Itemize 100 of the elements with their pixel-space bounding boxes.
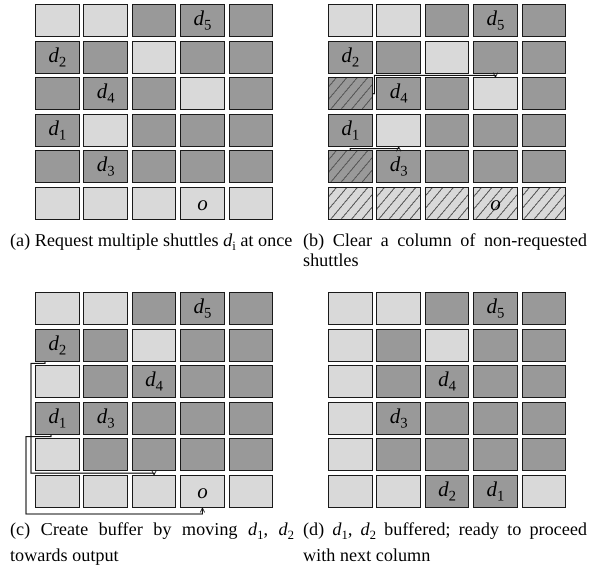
cell-label: d$_{4}$ [145, 369, 163, 394]
grid-cell [376, 114, 421, 147]
grid-cell [376, 4, 421, 37]
grid-cell [228, 187, 274, 220]
grid-cell [35, 292, 80, 325]
grid-cell [473, 114, 518, 147]
grid-cell [328, 4, 372, 37]
grid-cell [83, 475, 128, 508]
grid-cell [132, 475, 176, 508]
grid-cell [473, 150, 518, 184]
arrow [30, 361, 157, 476]
grid-cell [132, 187, 176, 220]
cell-label: d$_{4}$ [390, 81, 408, 106]
cell-label: d$_{5}$ [194, 8, 212, 34]
grid-cell [228, 365, 274, 398]
grid-cell [376, 150, 421, 184]
cell-label: d$_{5}$ [486, 8, 504, 34]
grid-cell [132, 77, 176, 110]
hatched-grid-cell [376, 187, 421, 220]
grid-cell [180, 475, 225, 508]
grid-cell [180, 402, 225, 435]
grid-cell [132, 292, 176, 325]
grid-cell [473, 292, 518, 325]
grid-cell [83, 187, 128, 220]
grid-cell [180, 292, 225, 325]
cell-label: d$_{2}$ [438, 478, 456, 504]
grid-cell [522, 150, 566, 184]
grid-cell [424, 402, 470, 435]
grid-cell [132, 4, 176, 37]
cell-label: d$_{1}$ [48, 118, 66, 143]
cell-label: d$_{1}$ [486, 478, 504, 504]
grid-cell [376, 40, 421, 74]
grid-cell [473, 77, 518, 110]
grid-cell [376, 328, 421, 362]
grid-cell [376, 402, 421, 435]
grid-cell [328, 292, 372, 325]
cell-label: d$_{2}$ [341, 44, 360, 70]
cell-label: d$_{3}$ [390, 154, 408, 180]
grid-cell [180, 328, 225, 362]
grid-cell [35, 187, 80, 220]
grid-cell [180, 4, 225, 37]
grid-cell [328, 365, 372, 398]
grid-cell [35, 4, 80, 37]
hatched-grid-cell [328, 187, 372, 220]
grid-cell [522, 402, 566, 435]
cell-label: d$_{3}$ [96, 406, 115, 431]
grid-cell [328, 402, 372, 435]
cell-label: d$_{2}$ [48, 332, 66, 358]
hatched-grid-cell [522, 187, 566, 220]
grid-cell [180, 187, 225, 220]
grid-cell [424, 4, 470, 37]
grid-cell [473, 475, 518, 508]
grid-cell [35, 365, 80, 398]
grid-cell [132, 114, 176, 147]
grid-cell [424, 40, 470, 74]
grid-cell [180, 40, 225, 74]
grid-cell [522, 328, 566, 362]
grid-cell [473, 328, 518, 362]
grid-cell [132, 150, 176, 184]
grid-cell [473, 40, 518, 74]
grid-cell [522, 475, 566, 508]
grid-cell [83, 4, 128, 37]
grid-cell [180, 77, 225, 110]
grid-cell [424, 475, 470, 508]
cell-label: d$_{1}$ [341, 118, 360, 143]
grid-cell [376, 292, 421, 325]
grid-cell [83, 365, 128, 398]
grid-cell [328, 40, 372, 74]
grid-cell [328, 114, 372, 147]
cell-label: d$_{4}$ [96, 81, 115, 106]
grid-cell [424, 365, 470, 398]
grid-cell [228, 114, 274, 147]
grid-cell [35, 438, 80, 472]
grid-cell [424, 438, 470, 472]
grid-cell [228, 328, 274, 362]
grid-cell [83, 438, 128, 472]
grid-cell [328, 475, 372, 508]
grid-cell [132, 328, 176, 362]
grid-cell [376, 77, 421, 110]
grid-cell [228, 292, 274, 325]
arrow [372, 72, 498, 94]
grid-cell [35, 475, 80, 508]
grid-cell [132, 40, 176, 74]
grid-cell [228, 40, 274, 74]
arrow [25, 434, 206, 515]
grid-cell [180, 150, 225, 184]
hatched-grid-cell [328, 77, 372, 110]
cell-label: d$_{3}$ [390, 406, 408, 431]
cell-label: d$_{5}$ [486, 296, 504, 322]
grid-cell [473, 365, 518, 398]
grid-cell [522, 4, 566, 37]
grid-cell [180, 365, 225, 398]
caption: (c) Create buffer by moving d$_{1}$, d$_{2}$ towards output [10, 519, 294, 565]
grid-cell [228, 150, 274, 184]
grid-cell [83, 77, 128, 110]
grid-cell [424, 77, 470, 110]
grid-cell [35, 77, 80, 110]
hatched-grid-cell [424, 187, 470, 220]
grid-cell [473, 402, 518, 435]
grid-cell [180, 114, 225, 147]
